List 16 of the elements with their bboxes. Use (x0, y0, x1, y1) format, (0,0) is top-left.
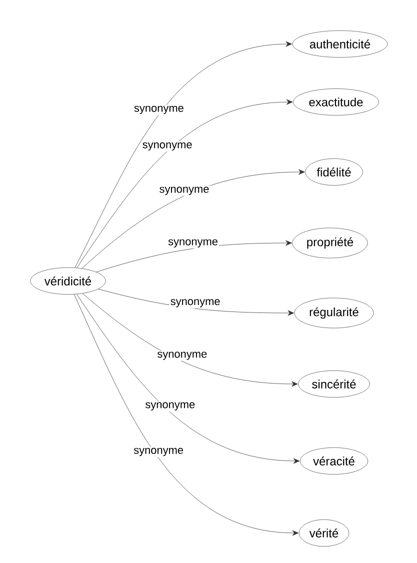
arrow (76, 294, 300, 464)
edge-label: synonyme (168, 239, 218, 248)
edge-label: synonyme (158, 352, 207, 360)
arrow (96, 240, 292, 272)
edge-label: synonyme (170, 299, 220, 308)
edge-label: synonyme (134, 106, 184, 114)
arrow (98, 288, 294, 316)
edge-label: synonyme (134, 448, 184, 456)
edge-label: synonyme (160, 186, 209, 195)
arrow (74, 294, 299, 536)
arrow (82, 293, 298, 387)
edge-label: synonyme (142, 142, 192, 151)
arrow (76, 99, 293, 268)
arrow (74, 41, 292, 268)
edge-label: synonyme (146, 402, 195, 410)
arrow (82, 169, 305, 269)
